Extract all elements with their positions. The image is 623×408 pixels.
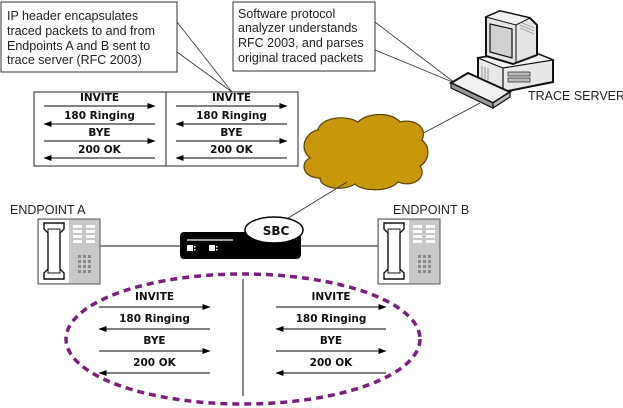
- message-label: BYE: [320, 335, 342, 347]
- link-sbc-cloud: [284, 181, 348, 221]
- trace-server-label: TRACE SERVER: [528, 89, 623, 103]
- callout-line: analyzer understands: [238, 21, 358, 35]
- callout-line: original traced packets: [238, 51, 363, 65]
- callout-line: Software protocol: [238, 7, 335, 21]
- message-label: 180 Ringing: [296, 313, 367, 325]
- callout-line: Endpoints A and B sent to: [7, 39, 150, 53]
- message-label: 200 OK: [78, 144, 121, 156]
- message-label: BYE: [220, 127, 242, 139]
- message-label: INVITE: [311, 291, 350, 303]
- message-label: 180 Ringing: [119, 313, 190, 325]
- sbc-label: SBC: [263, 224, 290, 238]
- endpoint-b-label: ENDPOINT B: [393, 203, 469, 217]
- endpoint-a-phone-icon[interactable]: [37, 218, 101, 285]
- callout-line: traced packets to and from: [7, 24, 155, 38]
- sbc-device-icon[interactable]: [180, 216, 304, 259]
- callout-encapsulation: IP header encapsulates traced packets to…: [0, 1, 233, 93]
- message-label: 200 OK: [133, 357, 176, 369]
- endpoint-a-label: ENDPOINT A: [10, 203, 86, 217]
- message-label: INVITE: [212, 92, 251, 104]
- trace-server-computer-icon[interactable]: [448, 9, 556, 110]
- message-label: 180 Ringing: [196, 110, 267, 122]
- message-label: 200 OK: [210, 144, 253, 156]
- endpoint-b-phone-icon[interactable]: [377, 218, 441, 285]
- message-label: 200 OK: [310, 357, 353, 369]
- callout-pointer: [374, 21, 456, 84]
- original-flow-highlight-ellipse: [64, 272, 422, 406]
- network-cloud-icon: [303, 113, 429, 191]
- message-label: BYE: [88, 127, 110, 139]
- callout-line: RFC 2003, and parses: [238, 36, 364, 50]
- message-label: BYE: [143, 335, 165, 347]
- message-label: INVITE: [80, 92, 119, 104]
- link-cloud-server: [417, 102, 481, 137]
- callout-pointer: [176, 51, 233, 93]
- callout-line: IP header encapsulates: [7, 9, 138, 23]
- callout-pointer: [176, 21, 233, 93]
- message-label: 180 Ringing: [64, 110, 135, 122]
- callout-line: trace server (RFC 2003): [7, 53, 142, 67]
- callout-pointer: [374, 49, 456, 84]
- message-label: INVITE: [135, 291, 174, 303]
- callout-analyzer: Software protocol analyzer understands R…: [232, 1, 456, 84]
